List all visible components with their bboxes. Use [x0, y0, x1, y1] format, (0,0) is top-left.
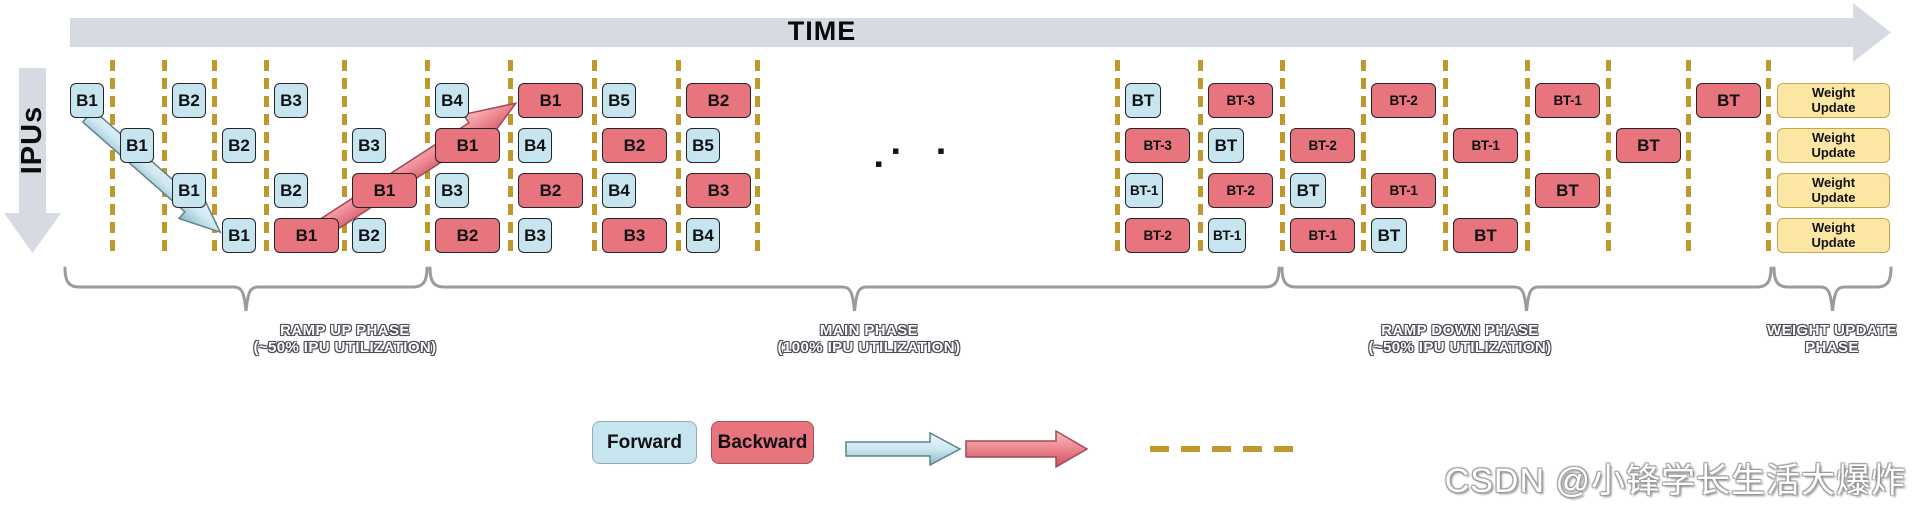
time-slot-divider	[1197, 60, 1203, 258]
pipeline-block: BT	[1208, 128, 1244, 163]
phase-brace	[1280, 266, 1773, 312]
pipeline-block: B1	[70, 83, 104, 118]
time-slot-divider	[1765, 60, 1771, 258]
pipeline-block: BT-3	[1208, 83, 1273, 118]
pipeline-block: B5	[686, 128, 720, 163]
time-slot-divider	[1442, 60, 1448, 258]
ipus-axis-label: IPUs	[15, 105, 48, 175]
pipeline-block: BT	[1696, 83, 1761, 118]
time-slot-divider	[1524, 60, 1530, 258]
pipeline-block: BT	[1125, 83, 1161, 118]
pipeline-block: B1	[172, 173, 206, 208]
time-slot-divider	[591, 60, 597, 258]
pipeline-block: BT	[1290, 173, 1326, 208]
pipeline-block: BT-1	[1371, 173, 1436, 208]
pipeline-block: BT-1	[1290, 218, 1355, 253]
pipeline-block: B3	[352, 128, 386, 163]
pipeline-block: BT-1	[1125, 173, 1163, 208]
time-axis-label: TIME	[787, 16, 857, 46]
pipeline-block: B1	[435, 128, 500, 163]
time-slot-divider	[1685, 60, 1691, 258]
pipeline-block: Weight Update	[1777, 83, 1890, 118]
legend-backward-arrow-icon	[965, 429, 1089, 469]
time-slot-divider	[109, 60, 115, 258]
pipeline-block: B4	[602, 173, 636, 208]
pipeline-block: B1	[120, 128, 154, 163]
pipeline-block: Weight Update	[1777, 173, 1890, 208]
time-slot-divider	[1114, 60, 1120, 258]
pipeline-block: B2	[222, 128, 256, 163]
pipeline-block: B3	[274, 83, 308, 118]
pipeline-block: BT-1	[1453, 128, 1518, 163]
pipeline-block: BT-2	[1208, 173, 1273, 208]
ellipsis-indicator: ▪ ▪ ▪	[875, 136, 990, 177]
phase-brace	[428, 266, 1281, 312]
time-slot-divider	[1279, 60, 1285, 258]
time-slot-divider	[161, 60, 167, 258]
forward-flow-arrow-icon	[81, 108, 222, 234]
pipeline-block: BT-3	[1125, 128, 1190, 163]
time-slot-divider	[341, 60, 347, 258]
pipeline-block: BT-2	[1371, 83, 1436, 118]
time-slot-divider	[507, 60, 513, 258]
pipeline-block: B3	[435, 173, 469, 208]
pipeline-block: B3	[518, 218, 552, 253]
pipeline-block: BT	[1453, 218, 1518, 253]
pipeline-block: B2	[274, 173, 308, 208]
pipeline-block: B2	[172, 83, 206, 118]
phase-label: RAMP DOWN PHASE(~50% IPU UTILIZATION)	[1368, 322, 1552, 356]
pipeline-block: B4	[686, 218, 720, 253]
pipeline-block: B1	[222, 218, 256, 253]
time-slot-divider	[1360, 60, 1366, 258]
pipeline-block: B2	[518, 173, 583, 208]
ipus-axis-arrow	[4, 68, 61, 253]
legend-backward-swatch: Backward	[711, 421, 814, 464]
pipeline-block: BT-1	[1535, 83, 1600, 118]
pipeline-block: B2	[435, 218, 500, 253]
time-slot-divider	[263, 60, 269, 258]
watermark: CSDN @小锋学长生活大爆炸	[1444, 462, 1906, 500]
pipeline-block: Weight Update	[1777, 218, 1890, 253]
phase-label: RAMP UP PHASE(~50% IPU UTILIZATION)	[253, 322, 437, 356]
pipeline-block: B1	[352, 173, 417, 208]
pipeline-block: BT-2	[1125, 218, 1190, 253]
legend-forward-arrow-icon	[845, 431, 962, 467]
time-slot-divider	[1605, 60, 1611, 258]
phase-brace	[1772, 266, 1893, 312]
pipeline-block: B1	[274, 218, 339, 253]
pipeline-block: Weight Update	[1777, 128, 1890, 163]
pipeline-block: B3	[602, 218, 667, 253]
time-slot-divider	[754, 60, 760, 258]
time-axis-arrow	[70, 3, 1891, 62]
pipeline-block: B5	[602, 83, 636, 118]
pipeline-block: B2	[352, 218, 386, 253]
legend-forward-swatch: Forward	[592, 421, 697, 464]
pipeline-block: BT-2	[1290, 128, 1355, 163]
time-slot-divider	[675, 60, 681, 258]
pipeline-block: B2	[602, 128, 667, 163]
pipeline-block: B3	[686, 173, 751, 208]
pipeline-block: BT-1	[1208, 218, 1246, 253]
pipeline-block: B4	[435, 83, 469, 118]
pipeline-block: B2	[686, 83, 751, 118]
phase-braces	[63, 266, 1893, 312]
pipeline-block: BT	[1616, 128, 1681, 163]
legend-dashed-line-sample	[1150, 446, 1295, 452]
time-slot-divider	[211, 60, 217, 258]
pipeline-block: B1	[518, 83, 583, 118]
pipeline-block: BT	[1371, 218, 1407, 253]
phase-brace	[63, 266, 429, 312]
phase-label: MAIN PHASE(100% IPU UTILIZATION)	[777, 322, 961, 356]
pipeline-block: B4	[518, 128, 552, 163]
pipeline-block: BT	[1535, 173, 1600, 208]
